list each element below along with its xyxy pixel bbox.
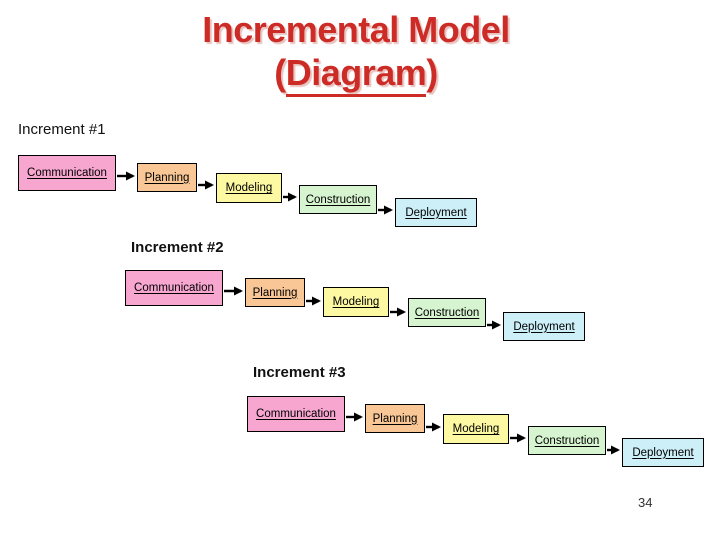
stage-label: Construction bbox=[305, 193, 371, 206]
increment-3-stage-construction: Construction bbox=[528, 426, 606, 455]
increment-2-stage-construction: Construction bbox=[408, 298, 486, 327]
increment-1-stage-deployment: Deployment bbox=[395, 198, 477, 227]
stage-label: Communication bbox=[256, 408, 336, 420]
stage-label: Planning bbox=[252, 286, 298, 299]
increment-1-stage-modeling: Modeling bbox=[216, 173, 282, 203]
title-paren-close: ) bbox=[426, 52, 438, 94]
increment-3-label: Increment #3 bbox=[253, 364, 346, 381]
increment-2-stage-communication: Communication bbox=[125, 270, 223, 306]
increment-1-stage-communication: Communication bbox=[18, 155, 116, 191]
stage-label: Modeling bbox=[332, 296, 380, 308]
increment-2-stage-modeling: Modeling bbox=[323, 287, 389, 317]
increment-3-stage-modeling: Modeling bbox=[443, 414, 509, 444]
increment-3-stage-planning: Planning bbox=[365, 404, 425, 433]
page-number: 34 bbox=[638, 495, 653, 510]
slide-title: Incremental Model (Diagram) bbox=[0, 8, 712, 98]
title-line-1: Incremental Model bbox=[202, 9, 510, 50]
title-paren-open: ( bbox=[274, 52, 286, 94]
stage-label: Planning bbox=[372, 412, 418, 425]
increment-3-stage-communication: Communication bbox=[247, 396, 345, 432]
stage-label: Communication bbox=[134, 282, 214, 294]
stage-label: Deployment bbox=[632, 446, 694, 459]
stage-label: Deployment bbox=[513, 320, 575, 333]
stage-label: Modeling bbox=[452, 423, 500, 435]
increment-2-stage-deployment: Deployment bbox=[503, 312, 585, 341]
increment-2-stage-planning: Planning bbox=[245, 278, 305, 307]
stage-label: Deployment bbox=[405, 206, 467, 219]
increment-1-stage-planning: Planning bbox=[137, 163, 197, 192]
stage-label: Planning bbox=[144, 171, 190, 184]
stage-label: Construction bbox=[414, 306, 480, 319]
stage-label: Communication bbox=[27, 167, 107, 179]
stage-label: Construction bbox=[534, 434, 600, 447]
stage-label: Modeling bbox=[225, 182, 273, 194]
increment-2-label: Increment #2 bbox=[131, 239, 224, 256]
increment-1-label: Increment #1 bbox=[18, 121, 106, 138]
increment-1-stage-construction: Construction bbox=[299, 185, 377, 214]
title-line-2: (Diagram) bbox=[0, 51, 712, 98]
title-word-diagram: Diagram bbox=[285, 52, 427, 98]
increment-3-stage-deployment: Deployment bbox=[622, 438, 704, 467]
